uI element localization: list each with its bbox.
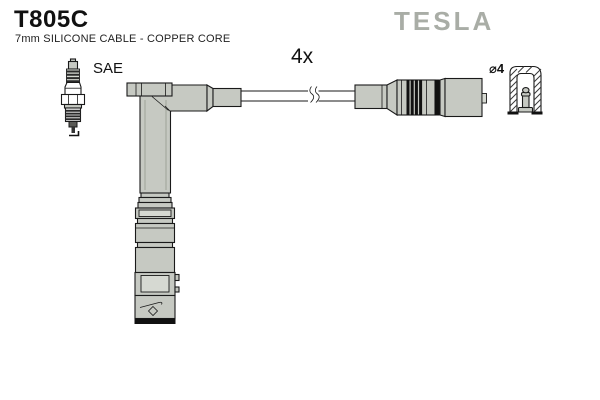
terminal-cross-section-drawing [507,65,543,115]
cable-strain-relief [212,87,242,108]
retainer-clip-line [139,301,163,308]
cable-break-symbol [309,86,320,103]
connector-body [444,77,483,118]
sealing-ribs [406,80,423,115]
terminal-stud [517,87,534,113]
brand-logo: TESLA [394,6,495,36]
plug-ground-electrode [69,131,80,137]
coil-connector-drawing [354,77,487,118]
section-hatching [509,66,542,113]
boot-vent-hole [147,305,159,317]
plug-hex-nut [60,93,86,106]
terminal-tab [481,93,487,104]
plug-thread-ribs [66,70,80,83]
plug-boot-drawing [126,82,208,324]
sae-label: SAE [93,60,124,77]
boot-opening-rim [134,318,176,324]
spark-plug-drawing [60,58,86,137]
boot-top-cap [126,82,173,97]
product-code: T805C [14,6,89,33]
diameter-label: ⌀4 [489,61,505,76]
cable-drawing [206,84,355,113]
plug-shell-threads [65,109,81,121]
quantity-label: 4x [291,45,314,68]
product-description: 7mm SILICONE CABLE - COPPER CORE [15,33,231,45]
